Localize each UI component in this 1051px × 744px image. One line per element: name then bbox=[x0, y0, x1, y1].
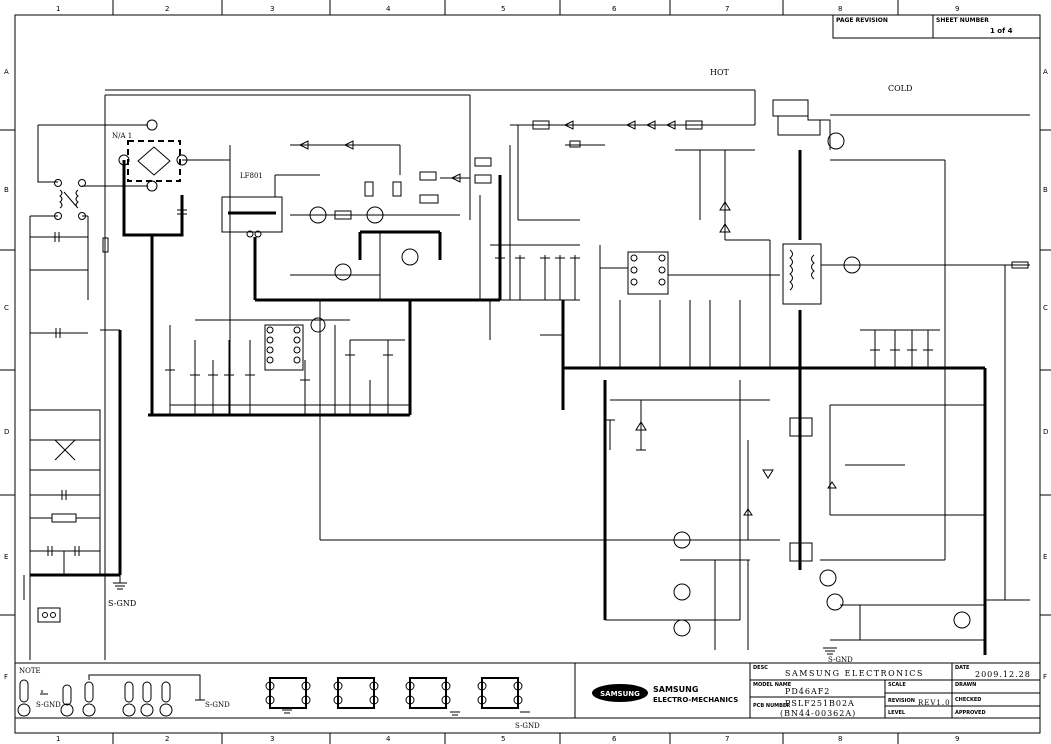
col-label: 8 bbox=[838, 5, 842, 13]
col-label: 7 bbox=[725, 735, 729, 743]
page-revision-label: PAGE REVISION bbox=[836, 17, 888, 24]
common-mode-choke bbox=[54, 439, 76, 461]
title-block: SAMSUNG SAMSUNG ELECTRO-MECHANICS DESC S… bbox=[592, 663, 1040, 718]
optocoupler-2 bbox=[789, 542, 813, 562]
cold-zone-label: COLD bbox=[888, 84, 912, 93]
pcb-number-label: PCB NUMBER bbox=[753, 703, 790, 709]
col-label: 4 bbox=[386, 735, 391, 743]
s-gnd-label: S-GND bbox=[36, 701, 61, 709]
col-label: 6 bbox=[612, 5, 617, 13]
col-label: 8 bbox=[838, 735, 842, 743]
bulk-capacitors bbox=[489, 255, 580, 340]
col-label: 9 bbox=[955, 735, 959, 743]
approved-label: APPROVED bbox=[955, 710, 986, 716]
output-connector bbox=[1011, 261, 1029, 269]
s-gnd-label: S-GND bbox=[108, 599, 136, 608]
relay bbox=[105, 89, 1030, 560]
col-label: 3 bbox=[270, 735, 274, 743]
hot-zone-label: HOT bbox=[710, 68, 730, 77]
s-gnd-label: S-GND bbox=[205, 701, 230, 709]
input-filter-section: S-GND bbox=[23, 94, 471, 660]
transformer-t801 bbox=[782, 150, 1030, 570]
bridge-ref-label: N/A 1 bbox=[112, 132, 132, 140]
logo-text: SAMSUNG bbox=[600, 690, 640, 698]
ac-connector bbox=[37, 607, 61, 623]
samsung-logo bbox=[592, 684, 648, 702]
s-gnd-label: S-GND bbox=[828, 656, 853, 664]
terminal-icons bbox=[17, 674, 205, 717]
model-label: MODEL NAME bbox=[753, 682, 792, 688]
desc-value: SAMSUNG ELECTRONICS bbox=[785, 669, 924, 678]
optocoupler bbox=[789, 417, 813, 437]
sheet-number: 1 of 4 bbox=[990, 27, 1013, 35]
line-filter-coil bbox=[59, 189, 63, 209]
pfc-controller bbox=[148, 300, 412, 417]
bridge-rectifier: N/A 1 bbox=[112, 119, 230, 415]
row-label: D bbox=[1043, 428, 1048, 436]
pcb-number: PSLF251B02A bbox=[785, 699, 855, 708]
sheet-header: PAGE REVISION SHEET NUMBER 1 of 4 bbox=[832, 14, 1041, 39]
level-label: LEVEL bbox=[888, 710, 906, 716]
drawn-label: DRAWN bbox=[955, 682, 976, 688]
line-filter-lf801: LF801 bbox=[221, 145, 283, 415]
ground-icon bbox=[113, 582, 127, 590]
row-label: F bbox=[1043, 673, 1047, 681]
varistor bbox=[102, 237, 109, 253]
outer-border bbox=[14, 14, 1041, 734]
row-label: A bbox=[1043, 68, 1048, 76]
company-division: ELECTRO-MECHANICS bbox=[653, 696, 738, 704]
mosfet-q801 bbox=[309, 206, 327, 224]
part-number: (BN44-00362A) bbox=[780, 709, 856, 718]
date-value: 2009.12.28 bbox=[975, 670, 1031, 679]
col-label: 7 bbox=[725, 5, 729, 13]
ground-icon bbox=[823, 647, 837, 655]
row-label: B bbox=[4, 186, 9, 194]
col-label: 4 bbox=[386, 5, 391, 13]
model-value: PD46AF2 bbox=[785, 687, 830, 696]
row-label: F bbox=[4, 673, 8, 681]
secondary-outputs: S-GND bbox=[319, 265, 1030, 664]
scale-label: SCALE bbox=[888, 682, 906, 688]
row-label: C bbox=[1043, 304, 1048, 312]
col-label: 6 bbox=[612, 735, 617, 743]
s-gnd-label: S-GND bbox=[515, 722, 540, 730]
row-label: E bbox=[4, 553, 8, 561]
col-label: 5 bbox=[501, 735, 505, 743]
pin-configurations bbox=[265, 677, 530, 716]
col-label: 9 bbox=[955, 5, 959, 13]
row-label: C bbox=[4, 304, 9, 312]
lf801-label: LF801 bbox=[240, 172, 263, 180]
col-label: 3 bbox=[270, 5, 274, 13]
row-label: E bbox=[1043, 553, 1047, 561]
date-label: DATE bbox=[955, 665, 970, 671]
note-section: NOTE S-GND S-GND S-GND bbox=[15, 662, 1040, 730]
company-name: SAMSUNG bbox=[653, 685, 698, 694]
col-label: 2 bbox=[165, 735, 169, 743]
row-label: A bbox=[4, 68, 9, 76]
main-pwm-ic bbox=[540, 149, 985, 621]
col-label: 1 bbox=[56, 5, 60, 13]
col-label: 5 bbox=[501, 5, 505, 13]
revision-label: REVISION bbox=[888, 698, 915, 704]
sheet-number-label: SHEET NUMBER bbox=[936, 17, 989, 24]
pfc-section bbox=[255, 120, 755, 302]
note-title: NOTE bbox=[19, 667, 41, 675]
row-label: D bbox=[4, 428, 9, 436]
checked-label: CHECKED bbox=[955, 697, 981, 703]
col-label: 1 bbox=[56, 735, 60, 743]
desc-label: DESC bbox=[753, 665, 768, 671]
row-label: B bbox=[1043, 186, 1048, 194]
col-label: 2 bbox=[165, 5, 169, 13]
revision-value: REV1.0 bbox=[918, 699, 951, 707]
